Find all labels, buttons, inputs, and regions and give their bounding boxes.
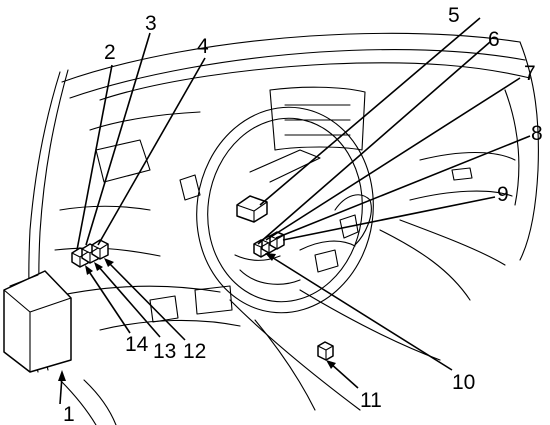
leader-6: [257, 41, 491, 245]
callout-6: 6: [488, 28, 500, 51]
relay-cluster-left: [71, 239, 109, 268]
callout-4: 4: [197, 35, 209, 58]
leader-12: [107, 261, 186, 341]
callout-14: 14: [125, 333, 149, 356]
callout-8: 8: [531, 122, 543, 145]
leader-8: [275, 135, 531, 239]
arrowhead-12: [104, 258, 114, 267]
arrowhead-10: [265, 253, 276, 261]
leader-14: [87, 269, 131, 334]
steering-wheel: [196, 106, 374, 314]
callout-labels: 1 2 3 4 5 6 7 8 9 10 11 12 13 14: [63, 4, 543, 425]
leader-7: [265, 77, 521, 241]
leader-3: [85, 32, 151, 246]
leader-lines: [58, 17, 531, 405]
callout-5: 5: [448, 4, 460, 27]
callout-9: 9: [497, 183, 509, 206]
leader-10: [269, 255, 453, 371]
leader-5: [259, 17, 481, 206]
callout-11: 11: [360, 389, 382, 412]
leader-4: [97, 57, 206, 246]
leader-9: [282, 196, 496, 241]
callout-7: 7: [524, 62, 536, 85]
callout-12: 12: [183, 340, 206, 363]
arrowhead-11: [326, 360, 336, 369]
arrowhead-14: [85, 265, 93, 275]
leader-2: [76, 64, 113, 251]
callout-10: 10: [452, 371, 475, 394]
arrowhead-13: [94, 262, 103, 271]
floor-relay: [317, 341, 334, 361]
control-unit-box: [3, 270, 72, 373]
callout-13: 13: [153, 340, 176, 363]
callout-1: 1: [63, 403, 75, 425]
steering-column-module: [236, 195, 268, 223]
leader-13: [97, 265, 161, 338]
leader-11: [329, 362, 359, 389]
callout-3: 3: [145, 12, 157, 35]
arrowhead-1: [58, 370, 66, 381]
callout-2: 2: [104, 41, 116, 64]
